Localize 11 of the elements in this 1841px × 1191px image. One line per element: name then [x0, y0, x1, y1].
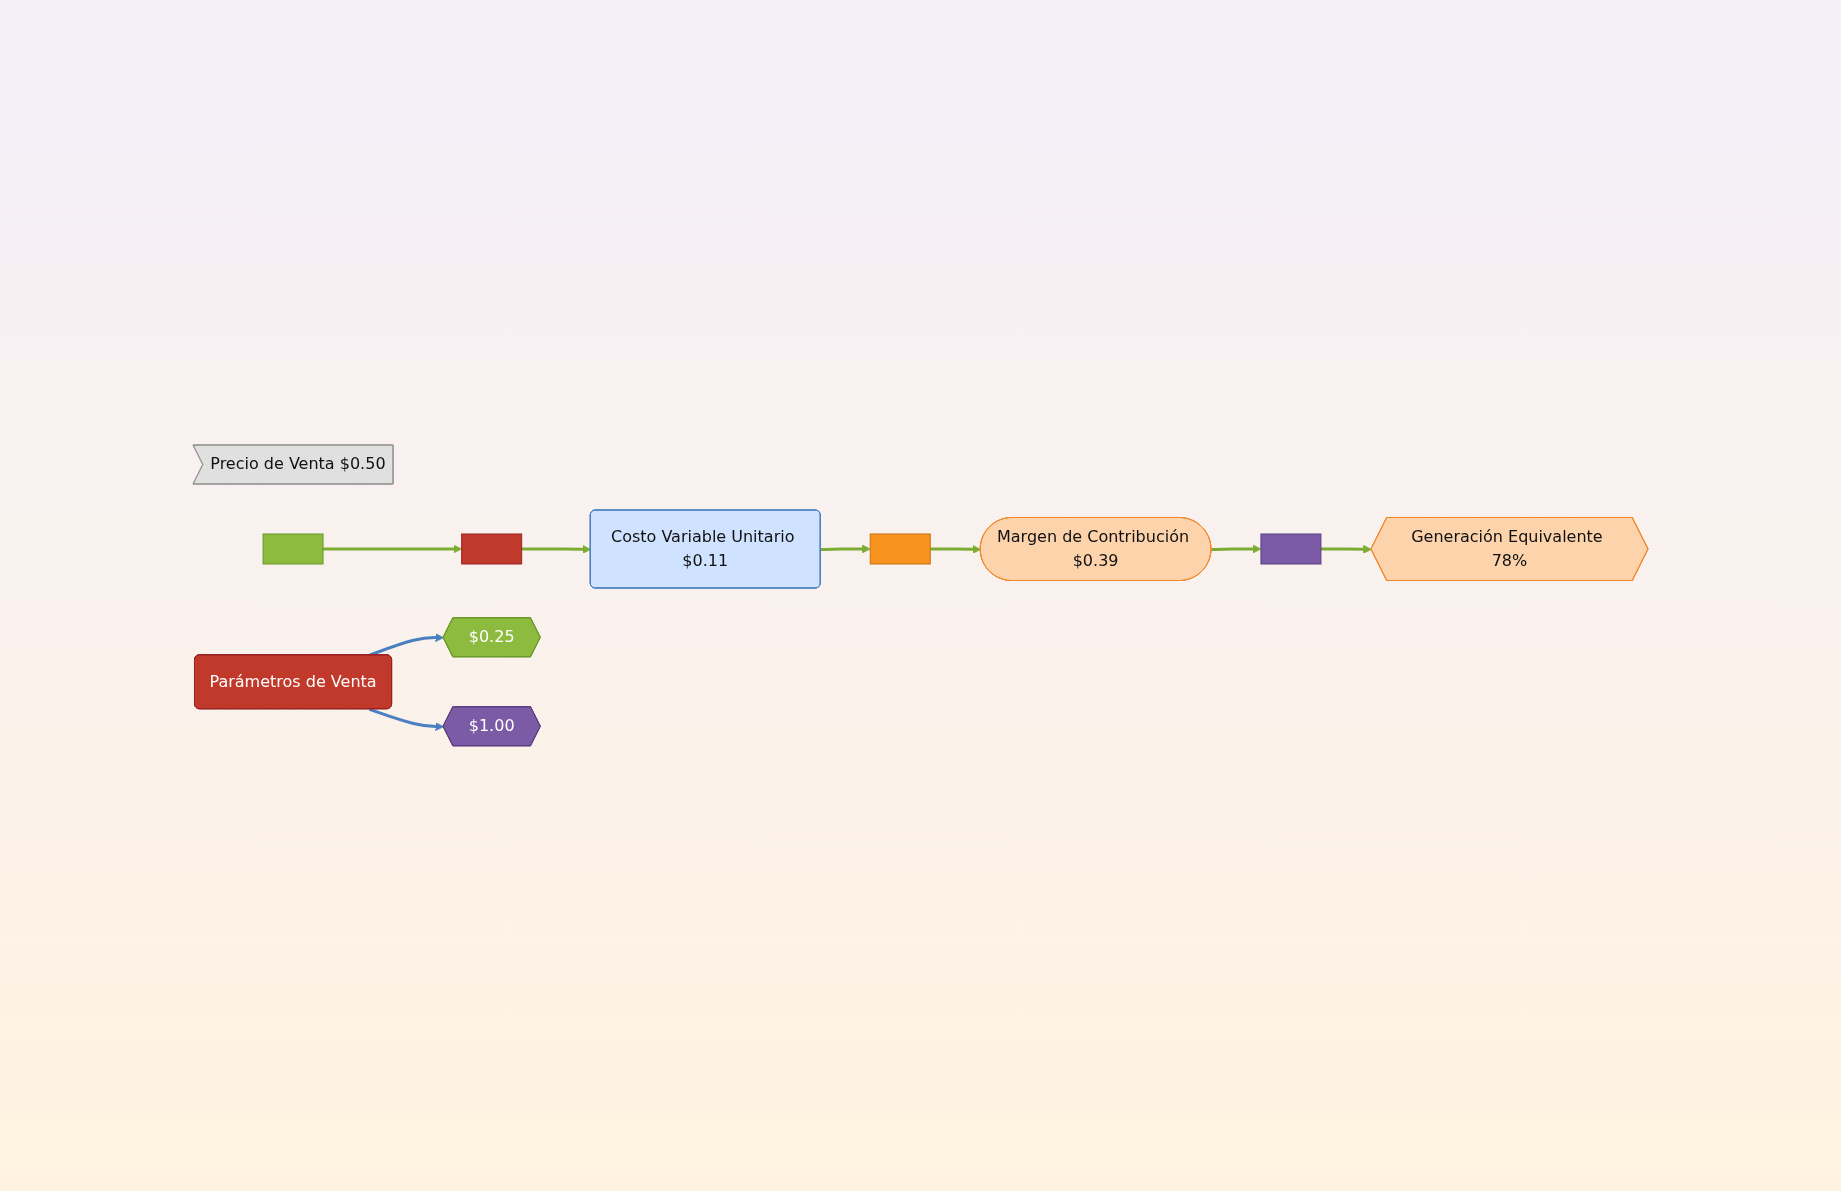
node-bar — [1260, 533, 1322, 565]
arrow — [521, 545, 592, 554]
arrow — [1211, 544, 1262, 554]
arrow — [930, 545, 982, 554]
arrow — [820, 544, 871, 554]
arrow — [1320, 545, 1372, 554]
arrow — [323, 544, 463, 554]
arrow — [368, 707, 444, 732]
node-bar — [262, 533, 324, 565]
node-bar — [461, 533, 523, 565]
node-bar — [869, 533, 931, 565]
